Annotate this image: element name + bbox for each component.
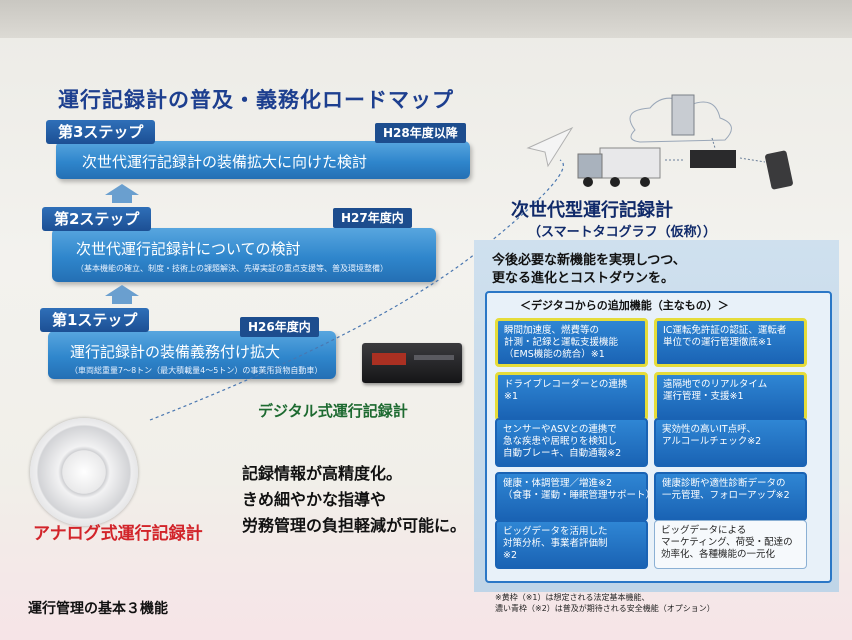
function-box: 健康診断や適性診断データの一元管理、フォローアップ※2	[654, 472, 807, 521]
analog-label: アナログ式運行記録計	[33, 519, 203, 544]
function-line: 効率化、各種機能の一元化	[661, 549, 800, 561]
function-line: 健康・体調管理／増進※2	[503, 478, 640, 490]
record-benefit-text: 記録情報が高精度化。 きめ細やかな指導や 労務管理の負担軽減が可能に。	[242, 461, 466, 539]
record-line: 記録情報が高精度化。	[242, 461, 466, 487]
function-box: 遠隔地でのリアルタイム運行管理・支援※1	[654, 372, 807, 421]
function-line: IC運転免許証の認証、運転者	[663, 325, 798, 337]
nextgen-subtitle: （スマートタコグラフ（仮称））	[528, 221, 716, 240]
step2-tab: 第2ステップ	[42, 207, 151, 231]
truck-icon	[578, 148, 660, 187]
step3-main: 次世代運行記録計の装備拡大に向けた検討	[82, 151, 367, 172]
function-box: ビッグデータによるマーケティング、荷受・配達の効率化、各種機能の一元化	[654, 520, 807, 569]
up-arrow-stem	[112, 296, 132, 304]
step2-sub: （基本機能の確立、制度・技術上の課題解決、先導実証の重点支援等、普及環境整備）	[76, 263, 388, 274]
function-line: 急な疾患や居眠りを検知し	[503, 436, 640, 448]
function-box: センサーやASVとの連携で急な疾患や居眠りを検知し自動ブレーキ、自動通報※2	[495, 418, 648, 467]
step3-tab: 第3ステップ	[46, 120, 155, 144]
function-line: センサーやASVとの連携で	[503, 424, 640, 436]
step3-year: H28年度以降	[375, 123, 466, 143]
function-line: 計測・記録と運転支援機能	[504, 337, 639, 349]
server-icon	[672, 95, 694, 135]
device-display	[372, 353, 406, 365]
function-box: 実効性の高いIT点呼、アルコールチェック※2	[654, 418, 807, 467]
analog-chart-disc-icon	[30, 418, 138, 526]
function-line: アルコールチェック※2	[662, 436, 799, 448]
function-line: マーケティング、荷受・配達の	[661, 537, 800, 549]
note-line: ※黄枠（※1）は想定される法定基本機能、	[495, 592, 715, 603]
step1-main: 運行記録計の装備義務付け拡大	[70, 341, 280, 362]
digital-label: デジタル式運行記録計	[258, 400, 408, 421]
step1-year: H26年度内	[240, 317, 319, 337]
function-box: IC運転免許証の認証、運転者単位での運行管理徹底※1	[654, 318, 807, 367]
step1-tab: 第1ステップ	[40, 308, 149, 332]
legend-note: ※黄枠（※1）は想定される法定基本機能、 濃い青枠（※2）は普及が期待される安全…	[495, 592, 715, 614]
nextgen-title: 次世代型運行記録計	[511, 196, 673, 222]
function-box: 健康・体調管理／増進※2（食事・運動・睡眠管理サポート）	[495, 472, 648, 521]
step2-year: H27年度内	[333, 208, 412, 228]
note-line: 濃い青枠（※2）は普及が期待される安全機能（オプション）	[495, 603, 715, 614]
function-box: ビッグデータを活用した対策分析、事業者評価制※2	[495, 520, 648, 569]
function-line: 瞬間加速度、燃費等の	[504, 325, 639, 337]
device-slot	[414, 355, 454, 360]
function-line: （EMS機能の統合）※1	[504, 349, 639, 361]
lead-line: 更なる進化とコストダウンを。	[492, 270, 686, 288]
connected-devices	[540, 90, 840, 200]
function-line: 遠隔地でのリアルタイム	[663, 379, 798, 391]
record-line: きめ細やかな指導や	[242, 487, 466, 513]
tachograph-unit-icon	[690, 150, 736, 168]
page-title: 運行記録計の普及・義務化ロードマップ	[58, 84, 454, 114]
function-line: 健康診断や適性診断データの	[662, 478, 799, 490]
function-line: 単位での運行管理徹底※1	[663, 337, 798, 349]
function-line: （食事・運動・睡眠管理サポート）	[503, 490, 640, 502]
function-box: 瞬間加速度、燃費等の計測・記録と運転支援機能（EMS機能の統合）※1	[495, 318, 648, 367]
function-line: 実効性の高いIT点呼、	[662, 424, 799, 436]
top-band	[0, 0, 852, 38]
function-line: ドライブレコーダーとの連携	[504, 379, 639, 391]
digital-tachograph-icon	[362, 343, 462, 383]
up-arrow-icon	[105, 184, 139, 195]
function-line: ※2	[503, 550, 640, 562]
additional-functions-header: ＜デジタコからの追加機能（主なもの）＞	[520, 297, 729, 313]
bottom-title: 運行管理の基本３機能	[28, 598, 168, 618]
function-line: 一元管理、フォローアップ※2	[662, 490, 799, 502]
step2-main: 次世代運行記録計についての検討	[76, 238, 301, 259]
function-line: 自動ブレーキ、自動通報※2	[503, 448, 640, 460]
function-box: ドライブレコーダーとの連携※1	[495, 372, 648, 421]
function-line: 運行管理・支援※1	[663, 391, 798, 403]
lead-line: 今後必要な新機能を実現しつつ、	[492, 252, 686, 270]
up-arrow-stem	[112, 195, 132, 203]
step1-sub: （車両総重量7～8トン（最大積載量4～5トン）の事業用貨物自動車）	[70, 365, 322, 376]
up-arrow-icon	[105, 285, 139, 296]
function-line: ビッグデータによる	[661, 525, 800, 537]
function-line: 対策分析、事業者評価制	[503, 538, 640, 550]
panel-lead: 今後必要な新機能を実現しつつ、 更なる進化とコストダウンを。	[492, 252, 686, 288]
function-line: ※1	[504, 391, 639, 403]
function-line: ビッグデータを活用した	[503, 526, 640, 538]
record-line: 労務管理の負担軽減が可能に。	[242, 513, 466, 539]
smartphone-icon	[764, 150, 793, 190]
